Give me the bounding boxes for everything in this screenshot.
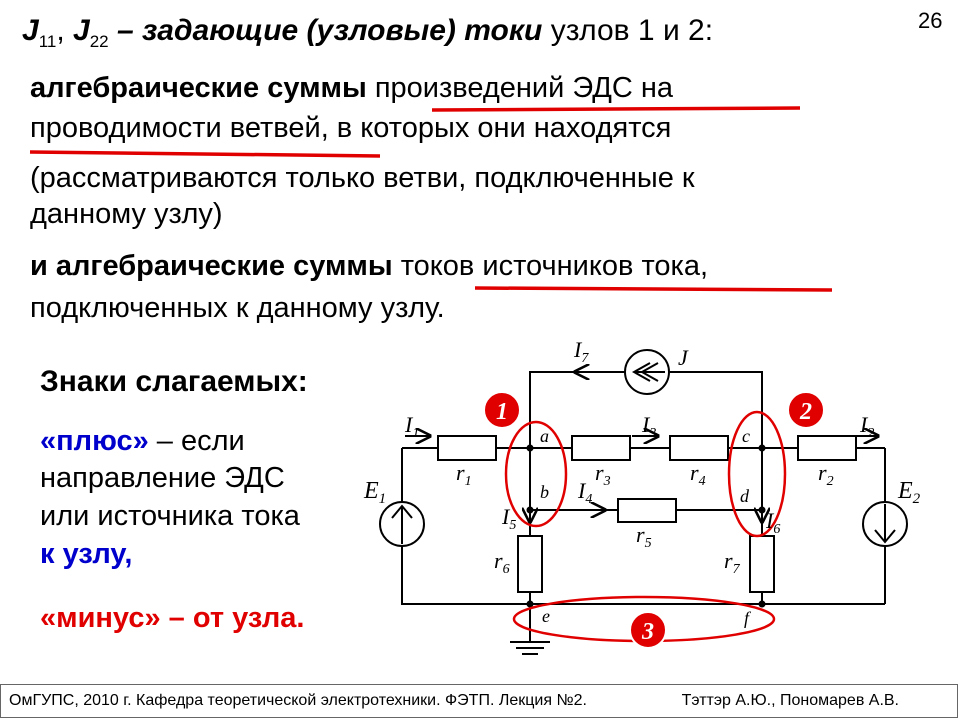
node-1-badge bbox=[483, 391, 521, 429]
label-e1: E1 bbox=[363, 478, 386, 507]
label-i3: I3 bbox=[641, 412, 656, 441]
heading-tail: узлов 1 и 2: bbox=[550, 14, 714, 47]
label-r7: r7 bbox=[724, 548, 741, 577]
heading-comma: , bbox=[56, 14, 74, 47]
heading-definition: – задающие (узловые) токи bbox=[108, 14, 551, 47]
label-r5: r5 bbox=[636, 522, 652, 551]
e2-direction-arrow bbox=[874, 504, 896, 544]
slide-heading: J11, J22 – задающие (узловые) токи узлов… bbox=[22, 14, 713, 52]
footer-bar: ОмГУПС, 2010 г. Кафедра теоретической эл… bbox=[0, 684, 958, 718]
text-line-1-bold: алгебраические суммы bbox=[30, 72, 375, 104]
footer-right: Тэттэр А.Ю., Пономарев А.В. bbox=[681, 692, 899, 709]
label-node-a: a bbox=[540, 426, 549, 446]
node-e-dot bbox=[526, 600, 534, 608]
label-i5: I5 bbox=[501, 504, 516, 533]
plus-word: «плюс» bbox=[40, 425, 149, 457]
node-3-badge bbox=[629, 611, 667, 649]
text-line-4: данному узлу) bbox=[30, 198, 223, 230]
resistor-r6 bbox=[517, 535, 543, 593]
text-line-1: алгебраические суммы произведений ЭДС на bbox=[30, 72, 673, 105]
label-e2: E2 bbox=[897, 478, 921, 507]
wire-top-right bbox=[670, 371, 763, 448]
label-i1: I1 bbox=[404, 412, 419, 441]
label-j: J bbox=[678, 345, 689, 370]
node-2-badge bbox=[787, 391, 825, 429]
underline-current-sources bbox=[474, 286, 833, 292]
heading-j11-sub: 11 bbox=[38, 32, 57, 51]
resistor-r2 bbox=[797, 435, 857, 461]
footer-left: ОмГУПС, 2010 г. Кафедра теоретической эл… bbox=[9, 692, 587, 709]
node-1-ellipse bbox=[504, 420, 568, 528]
node-3-label: 3 bbox=[641, 619, 654, 645]
text-line-5-bold: и алгебраические суммы bbox=[30, 250, 401, 282]
label-r1: r1 bbox=[456, 460, 472, 489]
label-r2: r2 bbox=[818, 460, 834, 489]
text-line-6: подключенных к данному узлу. bbox=[30, 292, 445, 324]
signs-to-node: к узлу, bbox=[40, 538, 133, 570]
resistor-r1 bbox=[437, 435, 497, 461]
label-r4: r4 bbox=[690, 460, 706, 489]
text-line-2: проводимости ветвей, в которых они наход… bbox=[30, 112, 672, 144]
signs-title: Знаки слагаемых: bbox=[40, 365, 308, 398]
j-direction-arrows bbox=[631, 362, 665, 382]
label-i4: I4 bbox=[577, 478, 592, 507]
label-i2: I2 bbox=[859, 412, 874, 441]
heading-j22: J bbox=[73, 14, 90, 47]
label-r3: r3 bbox=[595, 460, 611, 489]
heading-j22-sub: 22 bbox=[89, 32, 109, 51]
wire-bottom bbox=[401, 546, 885, 605]
label-i6: I6 bbox=[765, 508, 780, 537]
plus-rest: – если bbox=[148, 425, 245, 457]
heading-j11: J bbox=[22, 14, 39, 47]
label-node-d: d bbox=[740, 486, 750, 506]
ground-icon bbox=[510, 641, 550, 655]
node-a-dot bbox=[526, 444, 534, 452]
e1-direction-arrow bbox=[391, 504, 413, 544]
text-line-5-normal: токов источников тока, bbox=[400, 250, 709, 282]
label-i7: I7 bbox=[573, 337, 589, 366]
underline-conductance bbox=[29, 150, 381, 158]
resistor-r5 bbox=[617, 498, 677, 523]
label-node-f: f bbox=[744, 608, 752, 628]
node-1-label: 1 bbox=[496, 399, 508, 425]
signs-plus-line: «плюс» – если bbox=[40, 425, 245, 458]
node-2-label: 2 bbox=[799, 399, 812, 425]
signs-line-3: или источника тока bbox=[40, 500, 300, 532]
label-node-b: b bbox=[540, 482, 549, 502]
resistor-r4 bbox=[669, 435, 729, 461]
signs-minus-line: «минус» – от узла. bbox=[40, 602, 305, 634]
resistor-r3 bbox=[571, 435, 631, 461]
underline-emf bbox=[431, 106, 801, 112]
text-line-5: и алгебраические суммы токов источников … bbox=[30, 250, 708, 283]
node-d-dot bbox=[758, 506, 766, 514]
resistor-r7 bbox=[749, 535, 775, 593]
node-f-dot bbox=[758, 600, 766, 608]
node-c-dot bbox=[758, 444, 766, 452]
text-line-3: (рассматриваются только ветви, подключен… bbox=[30, 162, 695, 194]
text-line-1-normal: произведений ЭДС на bbox=[374, 72, 674, 104]
label-node-c: c bbox=[742, 426, 750, 446]
slide-number: 26 bbox=[918, 8, 943, 33]
node-2-ellipse bbox=[727, 410, 787, 538]
signs-line-2: направление ЭДС bbox=[40, 462, 285, 494]
node-b-dot bbox=[526, 506, 534, 514]
label-r6: r6 bbox=[494, 548, 510, 577]
label-node-e: e bbox=[542, 606, 550, 626]
